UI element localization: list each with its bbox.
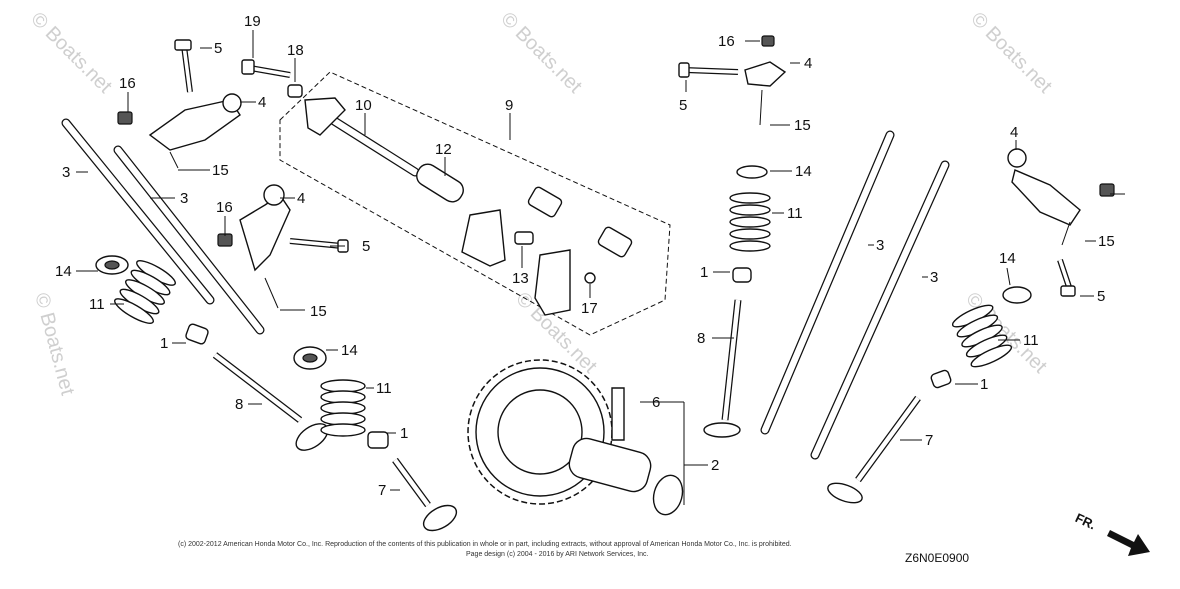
callout-5: 5 — [1097, 288, 1105, 305]
callout-13: 13 — [512, 270, 529, 287]
callout-labels: 5 19 18 16 4 15 3 3 16 4 5 15 14 11 1 8 … — [55, 13, 1115, 499]
callout-14: 14 — [795, 163, 812, 180]
callout-16: 16 — [216, 199, 233, 216]
callout-16: 16 — [119, 75, 136, 92]
front-label: FR. — [1073, 510, 1098, 532]
callout-8: 8 — [697, 330, 705, 347]
callout-3: 3 — [62, 164, 70, 181]
callout-4: 4 — [297, 190, 305, 207]
valve-group — [212, 299, 921, 532]
callout-1: 1 — [700, 264, 708, 281]
callout-3: 3 — [180, 190, 188, 207]
callout-5: 5 — [214, 40, 222, 57]
watermark-top-center: © Boats.net — [496, 8, 586, 98]
callout-4: 4 — [1010, 124, 1018, 141]
callout-4: 4 — [804, 55, 812, 72]
callout-10: 10 — [355, 97, 372, 114]
watermark-top-left: © Boats.net — [26, 8, 116, 98]
callout-3: 3 — [876, 237, 884, 254]
callout-7: 7 — [378, 482, 386, 499]
callout-1: 1 — [160, 335, 168, 352]
adjust-screw-group — [117, 35, 1115, 309]
callout-12: 12 — [435, 141, 452, 158]
callout-11: 11 — [376, 380, 392, 397]
callout-4: 4 — [258, 94, 266, 111]
callout-5: 5 — [679, 97, 687, 114]
callout-14: 14 — [55, 263, 72, 280]
callout-3: 3 — [930, 269, 938, 286]
valve-cotter-group — [185, 267, 952, 449]
front-arrow-icon — [1107, 530, 1150, 556]
copyright-line-1: (c) 2002-2012 American Honda Motor Co., … — [178, 541, 792, 548]
callout-18: 18 — [287, 42, 304, 59]
callout-17: 17 — [581, 300, 598, 317]
spring-retainer-group — [95, 165, 1032, 370]
callout-6: 6 — [652, 394, 660, 411]
rocker-assembly-outline — [279, 71, 671, 336]
camshaft-gear-group — [467, 359, 684, 516]
callout-15: 15 — [1098, 233, 1115, 250]
rocker-shaft-group — [304, 97, 633, 316]
callout-11: 11 — [1023, 332, 1039, 349]
leader-lines — [76, 30, 1125, 505]
callout-9: 9 — [505, 97, 513, 114]
callout-14: 14 — [999, 250, 1016, 267]
watermark-top-right: © Boats.net — [966, 8, 1056, 98]
callout-15: 15 — [212, 162, 229, 179]
bolt-group — [174, 39, 1076, 297]
front-direction-indicator: FR. — [1073, 510, 1150, 556]
callout-2: 2 — [711, 457, 719, 474]
callout-1: 1 — [400, 425, 408, 442]
callout-11: 11 — [787, 205, 803, 222]
callout-5: 5 — [362, 238, 370, 255]
rocker-arm-group — [148, 61, 1081, 272]
callout-15: 15 — [310, 303, 327, 320]
callout-8: 8 — [235, 396, 243, 413]
callout-16: 16 — [718, 33, 735, 50]
callout-1: 1 — [980, 376, 988, 393]
callout-19: 19 — [244, 13, 261, 30]
watermark-left-vertical: © Boats.net — [30, 291, 78, 398]
valve-spring-group — [114, 192, 1013, 437]
push-rod-group — [61, 118, 950, 460]
copyright-line-2: Page design (c) 2004 - 2016 by ARI Netwo… — [466, 551, 649, 558]
callout-15: 15 — [794, 117, 811, 134]
callout-14: 14 — [341, 342, 358, 359]
diagram-code: Z6N0E0900 — [905, 551, 969, 565]
callout-11: 11 — [89, 296, 105, 313]
callout-7: 7 — [925, 432, 933, 449]
